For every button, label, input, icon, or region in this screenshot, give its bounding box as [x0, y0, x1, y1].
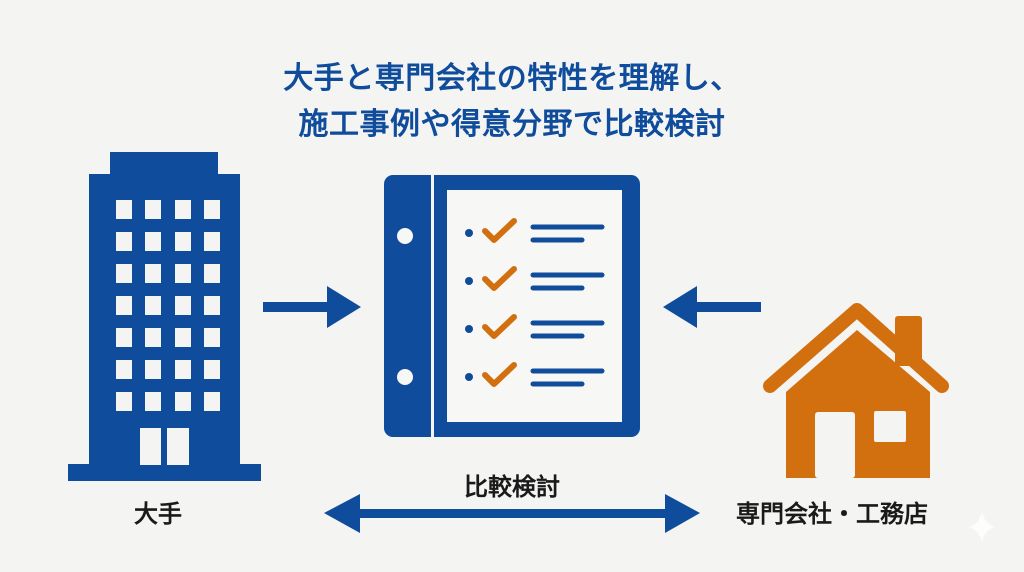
double-arrow-icon — [324, 494, 700, 533]
comparison-label: 比較検討 — [0, 472, 1024, 502]
office-building-icon — [68, 152, 261, 481]
binder-ring-hole-icon — [397, 228, 413, 244]
sparkle-icon — [969, 512, 995, 542]
binder-ring-hole-icon — [397, 369, 413, 385]
page-title: 大手と専門会社の特性を理解し、 施工事例や得意分野で比較検討 — [0, 56, 1024, 148]
entity-label-large-company: 大手 — [134, 500, 182, 528]
arrow-left-icon — [663, 286, 761, 328]
arrow-right-icon — [263, 286, 361, 328]
checklist-row — [465, 362, 605, 387]
checklist-row — [465, 266, 605, 291]
entity-label-specialist-company: 専門会社・工務店 — [736, 500, 928, 528]
title-line-1: 大手と専門会社の特性を理解し、 — [283, 61, 741, 96]
checklist-binder-icon — [384, 175, 640, 437]
checklist-row — [465, 314, 605, 339]
house-icon — [763, 303, 949, 478]
checklist-rows — [465, 218, 605, 387]
title-line-2: 施工事例や得意分野で比較検討 — [298, 107, 726, 142]
checklist-row — [465, 218, 605, 243]
comparison-label-text: 比較検討 — [464, 473, 560, 501]
